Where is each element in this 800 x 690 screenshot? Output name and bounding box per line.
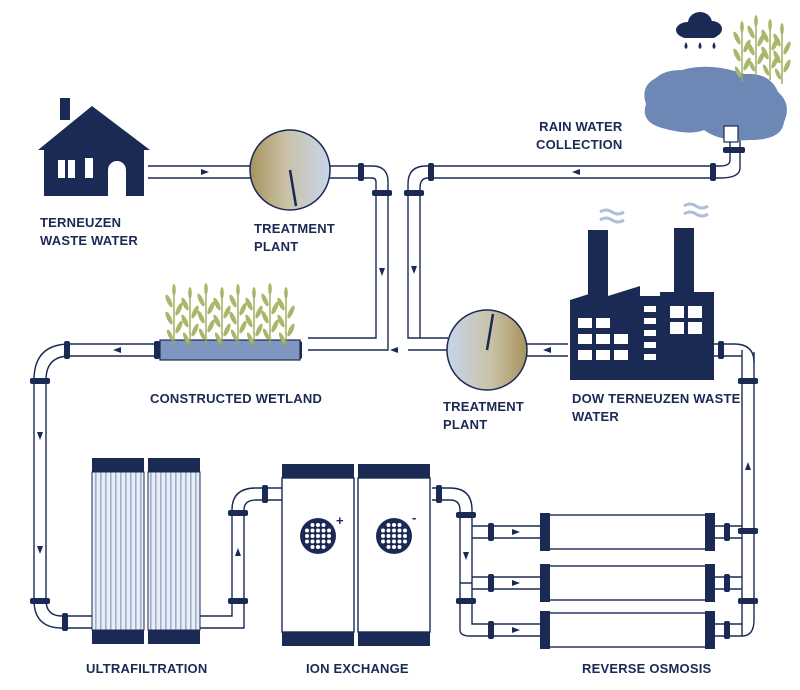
resin-bead [386,545,391,549]
resin-bead [321,534,326,538]
resin-bead [397,534,402,538]
rain-cloud-icon [676,12,722,49]
resin-bead [392,534,396,538]
treatment-plant-top-icon [249,129,331,211]
resin-bead [316,528,320,533]
dow-terneuzen-waste-water-label: DOW TERNEUZEN WASTE WATER [572,390,740,426]
resin-bead [392,528,396,533]
label-line: TERNEUZEN [40,215,122,230]
label-line: WATER [572,409,619,424]
anion-charge-symbol: - [412,510,416,525]
resin-bead [386,534,391,538]
label-line: TREATMENT [254,221,335,236]
reverse-osmosis-vessels-icon [540,513,715,649]
constructed-wetland-icon [159,282,301,361]
rain-water-pond-icon [644,66,787,143]
resin-bead [397,523,402,527]
resin-bead [403,534,407,538]
factory-icon [570,202,714,380]
resin-bead [392,545,396,549]
resin-bead [386,528,391,533]
ion-exchange-label: ION EXCHANGE [306,661,409,676]
resin-bead [321,523,326,527]
flow-arrows [37,169,751,633]
resin-bead [316,523,320,527]
resin-bead [310,539,315,544]
resin-bead [397,528,402,533]
label-line: PLANT [254,239,299,254]
ultrafiltration-modules-icon [91,458,201,644]
label-line: COLLECTION [536,137,623,152]
ultrafiltration-label: ULTRAFILTRATION [86,661,208,676]
resin-bead [392,523,396,527]
resin-bead [305,528,309,533]
resin-bead [321,545,326,549]
pipe-couplers [30,147,758,639]
treatment-plant-bottom-label: TREATMENT PLANT [443,398,524,434]
resin-bead [386,539,391,544]
ion-exchange-columns-icon [281,464,431,646]
resin-bead [397,539,402,544]
resin-bead [403,539,407,544]
terneuzen-waste-water-label: TERNEUZEN WASTE WATER [40,214,138,250]
house-icon [38,98,150,196]
label-line: PLANT [443,417,488,432]
constructed-wetland-label: CONSTRUCTED WETLAND [150,391,323,406]
cation-charge-symbol: + [336,513,344,528]
resin-bead [316,545,320,549]
resin-bead [321,539,326,544]
label-line: RAIN WATER [539,119,623,134]
resin-bead [381,528,385,533]
resin-bead [327,534,331,538]
resin-bead [305,534,309,538]
label-line: WASTE WATER [40,233,139,248]
resin-bead [397,545,402,549]
treatment-plant-bottom-icon [446,309,528,391]
reverse-osmosis-label: REVERSE OSMOSIS [582,661,712,676]
resin-bead [316,534,320,538]
label-line: DOW TERNEUZEN WASTE [572,391,741,406]
resin-bead [381,534,385,538]
resin-bead [327,539,331,544]
resin-bead [321,528,326,533]
resin-bead [310,545,315,549]
resin-bead [316,539,320,544]
resin-bead [310,523,315,527]
resin-bead [381,539,385,544]
resin-bead [327,528,331,533]
resin-bead [305,539,309,544]
resin-bead [403,528,407,533]
label-line: TREATMENT [443,399,524,414]
resin-bead [392,539,396,544]
rain-water-collection-label: RAIN WATER COLLECTION [536,118,623,154]
resin-bead [310,528,315,533]
resin-bead [386,523,391,527]
resin-bead [310,534,315,538]
treatment-plant-top-label: TREATMENT PLANT [254,220,335,256]
